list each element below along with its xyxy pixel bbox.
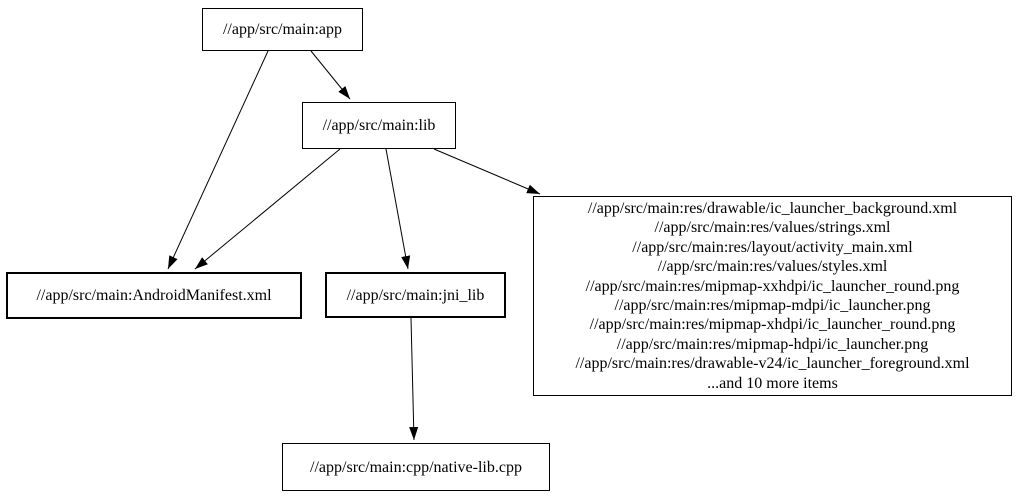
- res-file-item: //app/src/main:res/values/strings.xml: [654, 219, 891, 237]
- edge-jni-lib-to-native-cpp: [409, 317, 419, 441]
- res-file-item: //app/src/main:res/layout/activity_main.…: [632, 238, 913, 256]
- node-res-files-group: //app/src/main:res/drawable/ic_launcher_…: [533, 196, 1012, 396]
- res-more-items-note: ...and 10 more items: [707, 374, 838, 392]
- edge-lib-to-android-manifest: [194, 148, 341, 270]
- node-lib-label: //app/src/main:lib: [322, 117, 436, 134]
- edge-app-to-android-manifest: [167, 50, 269, 270]
- edge-lib-to-res-group: [433, 148, 541, 195]
- node-jni-lib: //app/src/main:jni_lib: [325, 272, 506, 318]
- node-app-label: //app/src/main:app: [222, 21, 343, 38]
- res-file-item: //app/src/main:res/mipmap-xxhdpi/ic_laun…: [585, 277, 960, 295]
- res-file-item: //app/src/main:res/mipmap-mdpi/ic_launch…: [614, 297, 931, 314]
- res-file-item: //app/src/main:res/mipmap-xhdpi/ic_launc…: [589, 316, 956, 334]
- node-jni-lib-label: //app/src/main:jni_lib: [346, 286, 485, 304]
- node-android-manifest: //app/src/main:AndroidManifest.xml: [6, 272, 302, 319]
- res-file-item: //app/src/main:res/values/styles.xml: [657, 258, 888, 276]
- res-file-item: //app/src/main:res/mipmap-hdpi/ic_launch…: [616, 335, 929, 353]
- res-file-item: //app/src/main:res/drawable-v24/ic_launc…: [575, 355, 970, 373]
- node-android-manifest-label: //app/src/main:AndroidManifest.xml: [36, 287, 272, 304]
- node-native-lib-cpp: //app/src/main:cpp/native-lib.cpp: [282, 443, 550, 491]
- res-file-item: //app/src/main:res/drawable/ic_launcher_…: [587, 199, 958, 217]
- node-native-lib-cpp-label: //app/src/main:cpp/native-lib.cpp: [310, 458, 522, 476]
- edge-app-to-lib: [310, 50, 351, 100]
- node-lib: //app/src/main:lib: [302, 102, 456, 149]
- node-app: //app/src/main:app: [202, 8, 363, 51]
- edge-lib-to-jni-lib: [385, 148, 411, 270]
